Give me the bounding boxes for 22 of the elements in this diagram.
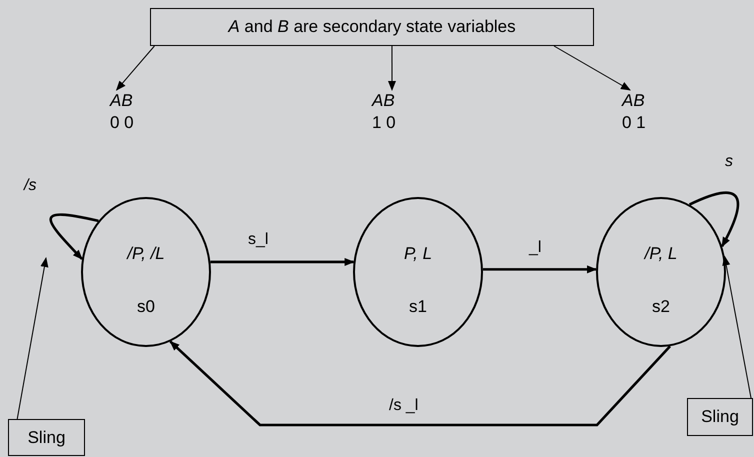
transition-arrow: [169, 340, 671, 426]
transition-arrow: [482, 265, 598, 274]
edge-label: /s _l: [387, 398, 420, 414]
state-code: AB 0 0: [110, 90, 154, 132]
arrow: [554, 46, 631, 90]
arrow: [388, 46, 396, 91]
state-code: AB 0 1: [622, 90, 662, 132]
transition-arrow: [210, 258, 355, 266]
transition-arrow: [49, 213, 99, 260]
edge-label: s_l: [246, 232, 270, 248]
state-code: AB 1 0: [372, 90, 412, 132]
state-circle: /P, /L s0: [81, 197, 211, 347]
callout-box: Sling: [687, 398, 753, 436]
callout-box: Sling: [8, 419, 85, 456]
arrow: [116, 46, 155, 91]
edge-label: _l: [527, 240, 544, 256]
state-circle: /P, L s2: [596, 197, 726, 347]
leader-line: [16, 257, 48, 420]
transition-arrow: [688, 192, 740, 248]
arrow: [722, 255, 752, 398]
state-circle: P, L s1: [353, 197, 483, 347]
note-box: A and B are secondary state variables: [150, 8, 594, 46]
